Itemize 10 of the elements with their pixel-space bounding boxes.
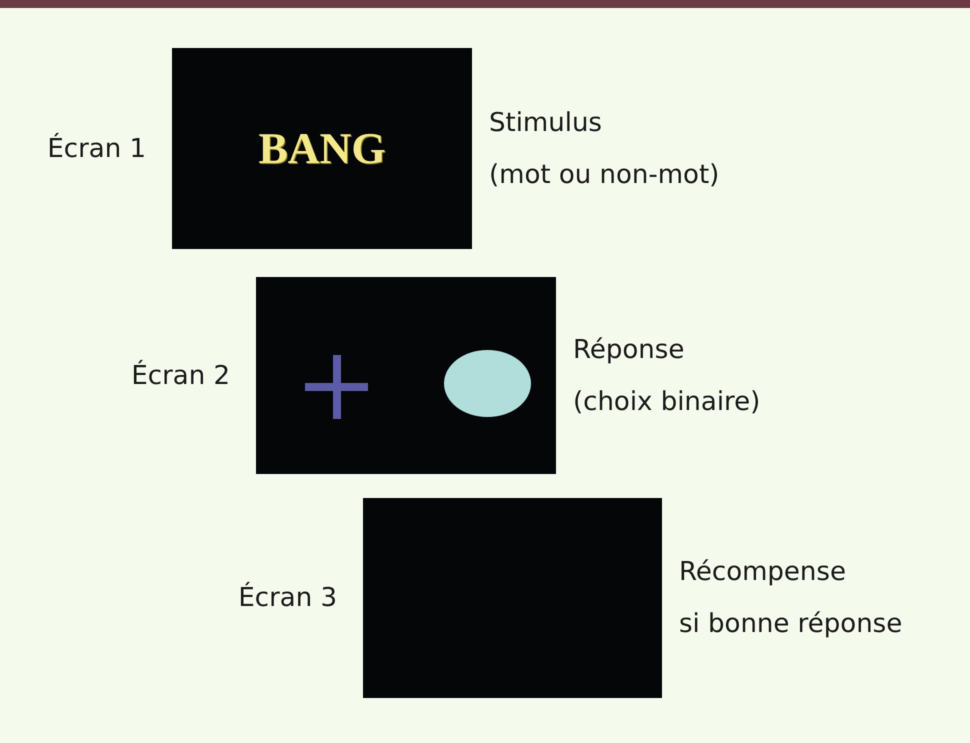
screen-description: Récompense si bonne réponse [679,556,902,641]
screen-description: Réponse (choix binaire) [573,334,760,418]
screen-box [363,498,662,698]
screen-label: Écran 2 [131,358,230,392]
screen-label: Écran 3 [238,580,337,615]
screen-box [256,277,556,474]
screen-label: Écran 1 [47,132,146,166]
stimulus-word: BANG [258,126,386,170]
screen-description: Stimulus (mot ou non-mot) [489,106,720,192]
screen-box [172,48,472,249]
